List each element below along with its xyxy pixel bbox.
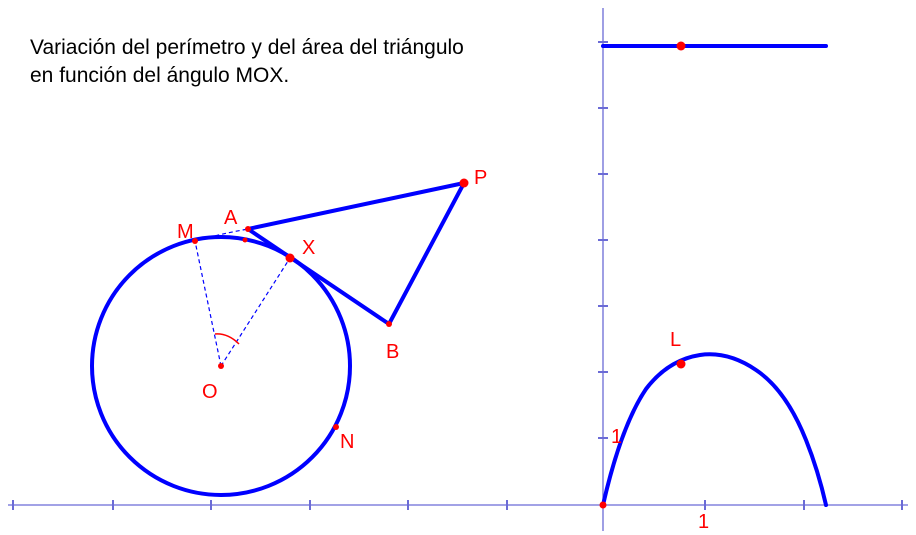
label-l: L xyxy=(670,329,681,351)
y-tick-label-1: 1 xyxy=(611,426,622,448)
triangle xyxy=(246,181,466,326)
label-b: B xyxy=(386,341,399,363)
area-graph xyxy=(601,352,828,507)
label-m: M xyxy=(177,221,194,243)
radius-ox xyxy=(220,257,291,367)
point-origin[interactable] xyxy=(599,501,607,509)
point-perimeter[interactable] xyxy=(676,41,686,51)
x-axis-ticks xyxy=(12,500,903,510)
dashed-radii xyxy=(194,228,291,367)
arc-ma xyxy=(194,228,249,242)
point-labels: M A X P B O N L 1 1 xyxy=(177,167,709,533)
segment-ab xyxy=(246,227,391,326)
point-a[interactable] xyxy=(245,226,251,232)
point-p[interactable] xyxy=(459,178,469,188)
x-tick-label-1: 1 xyxy=(698,511,709,533)
caption-line-1: Variación del perímetro y del área del t… xyxy=(30,36,464,59)
label-n: N xyxy=(340,431,354,453)
angle-mox-marker xyxy=(214,333,240,345)
label-p: P xyxy=(474,167,487,189)
points[interactable] xyxy=(192,41,686,509)
point-x[interactable] xyxy=(285,253,295,263)
point-m[interactable] xyxy=(192,238,198,244)
caption: Variación del perímetro y del área del t… xyxy=(30,34,464,90)
caption-line-2: en función del ángulo MOX. xyxy=(30,64,290,87)
point-l[interactable] xyxy=(676,359,686,369)
circle xyxy=(90,235,352,497)
point-o[interactable] xyxy=(218,363,224,369)
label-o: O xyxy=(202,381,218,403)
point-b[interactable] xyxy=(386,321,392,327)
label-x: X xyxy=(302,237,315,259)
segment-pb xyxy=(387,181,466,326)
y-axis-ticks xyxy=(598,41,608,439)
axes xyxy=(8,8,908,531)
segment-ap xyxy=(246,181,466,231)
label-a: A xyxy=(224,207,238,229)
point-a-arc[interactable] xyxy=(242,237,248,243)
radius-om xyxy=(194,240,222,367)
point-n[interactable] xyxy=(333,424,339,430)
